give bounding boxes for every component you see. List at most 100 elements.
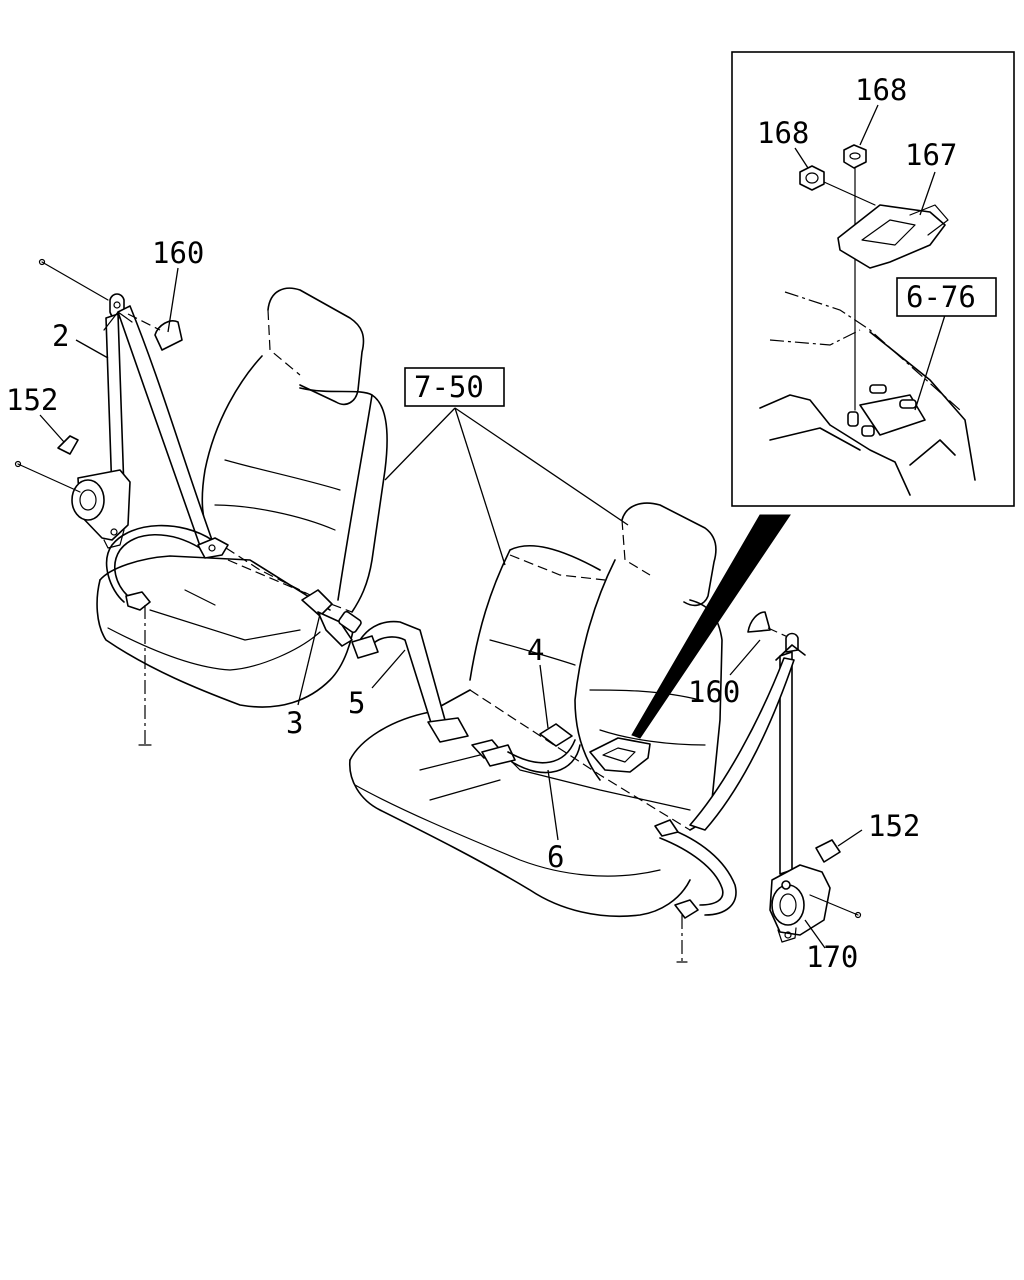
leader-5: [371, 649, 406, 689]
nut-168-left-hole: [805, 172, 819, 184]
retractor-bolt-line: [17, 463, 81, 493]
inset-pointer: [631, 514, 791, 739]
rear-backrest-left-seam: [489, 639, 576, 666]
rear-headrest-hidden: [621, 519, 651, 576]
inset-stud-2: [899, 399, 917, 409]
inset-mount-plate: [859, 394, 926, 436]
front-webbing-top-fold: [103, 311, 133, 331]
cover-160-left-hidden: [127, 313, 161, 331]
seat-reference: 7-50: [384, 367, 629, 566]
front-backrest-side: [337, 394, 373, 601]
rear-anchor-plate: [589, 737, 651, 773]
leader-160-right: [729, 639, 761, 676]
front-headrest-hidden: [267, 309, 301, 376]
inset-stud-4: [847, 411, 859, 427]
rear-right-seat-belt: [654, 611, 863, 963]
ref-box-7-50: [404, 367, 505, 407]
leader-6: [547, 769, 559, 841]
leader-168-top: [859, 104, 879, 146]
front-belt-guide-line: [225, 547, 353, 613]
front-lower-anchor: [125, 591, 151, 611]
leader-160-left: [167, 267, 179, 333]
nut-168-top: [843, 144, 867, 169]
leader-168-left: [794, 147, 809, 169]
ref-7-50: 7-50: [414, 370, 484, 404]
rear-right-lap-belt-inner: [659, 837, 724, 906]
rear-buckle-5: [427, 717, 469, 743]
ref-6-76: 6-76: [906, 280, 976, 314]
rear-backrest-left: [469, 544, 601, 681]
rear-bench: [349, 759, 691, 918]
trim-152-left: [57, 435, 79, 455]
rear-bench-front: [354, 784, 661, 877]
front-cushion-seam: [149, 589, 301, 641]
callout-5: 5: [348, 686, 365, 720]
upper-anchor-bolt-tip: [38, 258, 46, 266]
front-webbing-vertical: [105, 313, 125, 495]
rear-headrest: [621, 502, 717, 607]
callout-3: 3: [286, 706, 303, 740]
front-lap-belt-loop: [114, 533, 201, 599]
callout-152-right: 152: [868, 809, 920, 843]
leader-152-left: [39, 414, 65, 443]
callout-167: 167: [905, 138, 957, 172]
leader-7-50-b: [454, 407, 506, 566]
callout-152-left: 152: [6, 383, 58, 417]
front-lap-belt-loop-inner: [105, 524, 213, 603]
front-buckle-3-stalk: [317, 611, 353, 647]
rear-backrest-right-seam: [589, 689, 706, 746]
retractor-170-bolt-line: [809, 894, 859, 916]
front-cushion-front: [107, 627, 321, 671]
front-headrest: [267, 287, 365, 406]
retractor-170-plate-hole: [784, 931, 792, 939]
leader-152-right: [837, 829, 863, 847]
nut-168-left-axis: [823, 181, 876, 206]
rear-belt-6: [507, 739, 581, 774]
callout-2: 2: [52, 319, 69, 353]
rear-buckle-4: [539, 723, 573, 747]
leader-2: [75, 339, 109, 359]
callout-6: 6: [547, 840, 564, 874]
front-backrest-seam: [214, 459, 341, 531]
front-retractor-plate: [103, 529, 125, 549]
retractor-170-spool: [771, 884, 805, 926]
bracket-167: [837, 204, 946, 269]
bracket-167-slot: [861, 219, 916, 246]
inset-floor-line-4: [909, 439, 956, 466]
retractor-bolt-tip: [14, 460, 22, 468]
nut-168-top-hole: [849, 152, 861, 160]
rear-right-tongue: [654, 819, 679, 837]
rear-bench-hidden: [469, 689, 691, 831]
ref-box-6-76: [896, 277, 997, 317]
front-buckle-3: [301, 589, 333, 617]
leader-7-50-a: [384, 407, 456, 481]
nut-168-left: [799, 165, 825, 191]
front-seat: [96, 287, 388, 708]
rear-right-webbing-diagonal: [689, 657, 795, 831]
front-retractor-plate-hole: [110, 528, 118, 536]
inset-stud-3: [861, 425, 875, 437]
upper-anchor-bolt-line: [41, 261, 109, 301]
leader-7-50-c: [454, 407, 629, 526]
front-tongue-plate: [197, 537, 229, 559]
leader-3: [297, 613, 321, 706]
inset-stud-1: [869, 384, 887, 394]
callout-160-left: 160: [152, 236, 204, 270]
callout-168-left: 168: [757, 116, 809, 150]
rear-backrest-left-hidden: [509, 554, 606, 581]
rear-right-lower-anchor: [674, 899, 699, 919]
retractor-170-top-bolt: [781, 880, 791, 890]
front-cushion: [96, 579, 356, 708]
cover-160-right: [747, 611, 771, 633]
retractor-170-plate: [777, 927, 797, 943]
trim-152-right: [815, 839, 841, 863]
bracket-167-tab: [909, 204, 949, 236]
front-tongue-hole: [208, 544, 216, 552]
rear-belt-5-anchor: [351, 635, 379, 659]
callout-160-right: 160: [688, 675, 740, 709]
rear-seat: [349, 502, 723, 918]
front-cushion-hidden: [227, 559, 311, 596]
front-backrest: [201, 355, 388, 613]
leader-4: [539, 664, 549, 729]
